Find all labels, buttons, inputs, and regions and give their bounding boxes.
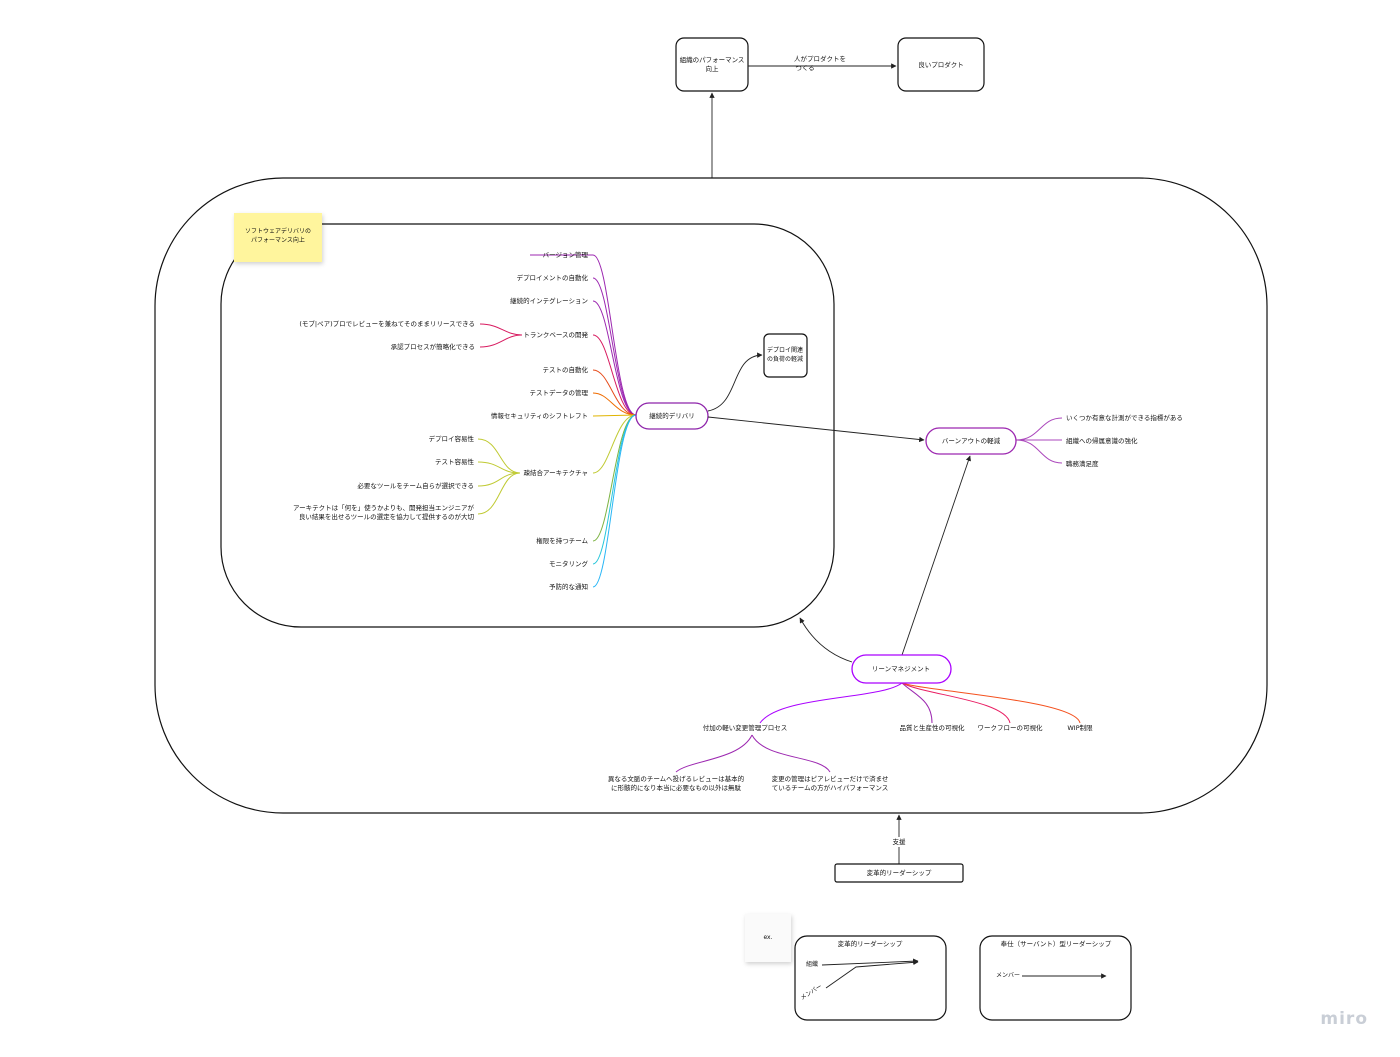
lean-child-quality-visibility: 品質と生産性の可視化 [900,723,966,732]
text-line: 異なる文脈のチームへ投げるレビューは基本的 [608,774,745,783]
org-performance-line1: 組織のパフォーマンス [680,55,745,64]
cd-branch-ci: 継続的インテグレーション [510,296,588,305]
transformational-leadership-node[interactable]: 変革的リーダーシップ [834,863,964,883]
good-product-label: 良いプロダクト [918,60,964,69]
lean-center-label: リーンマネジメント [872,665,930,673]
good-product-node[interactable]: 良いプロダクト [897,37,985,92]
servant-example-member: メンバー [996,972,1020,979]
sticky-note-line1: ソフトウェアデリバリの [245,227,311,235]
org-performance-node[interactable]: 組織のパフォーマンス 向上 [675,37,749,92]
change-mgmt-child-review: 異なる文脈のチームへ投げるレビューは基本的に形骸的になり本当に必要なもの以外は無… [608,774,745,792]
transformational-example-card[interactable]: 変革的リーダーシップ 組織 メンバー [794,935,947,1021]
change-mgmt-child-peer-review: 変更の管理はピアレビューだけで済ませているチームの方がハイパフォーマンス [772,774,889,792]
cd-branch-trunk: トランクベースの開発 [523,330,588,339]
people-make-product-line1: 人がプロダクトを [794,54,846,63]
lc-child-tool-choice: 必要なツールをチーム自らが選択できる [357,481,474,490]
trunk-child-approval: 承認プロセスが簡略化できる [391,342,475,351]
outer-frame [154,177,1268,814]
lean-child-change-mgmt: 付加の軽い変更管理プロセス [703,723,788,732]
text-line: に形骸的になり本当に必要なもの以外は無駄 [611,783,742,792]
transformational-leadership-label: 変革的リーダーシップ [867,868,932,877]
ex-note[interactable] [745,914,791,962]
lean-to-burnout-arrow [901,455,971,656]
burnout-child-belonging: 組織への帰属意識の強化 [1066,436,1138,445]
inner-frame [220,223,835,628]
support-label: 支援 [893,837,907,846]
deploy-pain-node[interactable]: デプロイ関連 の負荷の軽減 [763,333,808,378]
cd-center-label: 継続的デリバリ [649,411,695,420]
org-performance-line2: 向上 [706,64,720,73]
transformational-org-arrow [821,958,919,966]
sticky-note-line2: パフォーマンス向上 [251,236,305,244]
lean-to-inner-frame-arrow [799,617,853,663]
transformational-member-arrow [825,959,919,989]
people-make-product-line2: つくる [795,64,814,72]
cd-branch-monitoring: モニタリング [549,559,589,568]
cd-to-deploy-pain-arrow [707,352,763,412]
lc-child-architect: アーキテクトは「何を」使うかよりも、開発担当エンジニアが良い結果を出せるツールの… [293,503,474,521]
cd-branch-test-automation: テストの自動化 [543,365,589,374]
cd-branch-version-control: バージョン管理 [543,250,589,259]
servant-example-card[interactable]: 奉仕（サーバント）型リーダーシップ メンバー [979,935,1132,1021]
burnout-center-label: バーンアウトの軽減 [942,436,1001,445]
cd-branch-empowered-teams: 権限を持つチーム [536,536,588,545]
lean-branches [675,682,1081,773]
cd-branch-loose-coupling: 疎結合アーキテクチャ [523,468,588,477]
lean-center-node[interactable]: リーンマネジメント [851,654,952,684]
cd-to-burnout-arrow [707,416,925,443]
cd-branch-deploy-automation: デプロイメントの自動化 [517,273,589,282]
burnout-branches [1015,417,1063,464]
cd-branch-security: 情報セキュリティのシフトレフト [491,411,588,420]
text-line: ているチームの方がハイパフォーマンス [772,783,888,792]
lc-child-deployability: デプロイ容易性 [429,434,475,443]
lean-child-wip-limit: WIP制限 [1067,723,1093,732]
servant-example-title: 奉仕（サーバント）型リーダーシップ [1001,939,1112,948]
transformational-example-title: 変革的リーダーシップ [838,939,903,948]
cd-branches [477,254,637,588]
ex-note-label: ex. [763,934,772,941]
cd-branch-test-data: テストデータの管理 [530,388,589,397]
burnout-center-node[interactable]: バーンアウトの軽減 [925,427,1017,455]
burnout-child-satisfaction: 職務満足度 [1066,459,1099,468]
cd-center-node[interactable]: 継続的デリバリ [635,402,709,430]
text-line: 変更の管理はピアレビューだけで済ませ [772,774,889,783]
text-line: 良い結果を出せるツールの選定を協力して提供するのが大切 [299,512,475,521]
lean-child-workflow-visibility: ワークフローの可視化 [978,723,1044,732]
text-line: アーキテクトは「何を」使うかよりも、開発担当エンジニアが [293,503,474,512]
sticky-note[interactable] [234,213,322,262]
transformational-example-org: 組織 [806,960,818,968]
deploy-pain-line2: の負荷の軽減 [767,355,803,363]
lc-child-testability: テスト容易性 [435,457,475,466]
trunk-child-mob-pair: (モブ|ペア)プロでレビューを兼ねてそのままリリースできる [299,319,475,328]
miro-watermark: miro [1320,1009,1368,1029]
cd-branch-proactive-notification: 予防的な通知 [549,582,588,591]
deploy-pain-line1: デプロイ関連 [767,346,803,354]
burnout-child-metrics: いくつか有意な計測ができる指標がある [1066,413,1183,422]
